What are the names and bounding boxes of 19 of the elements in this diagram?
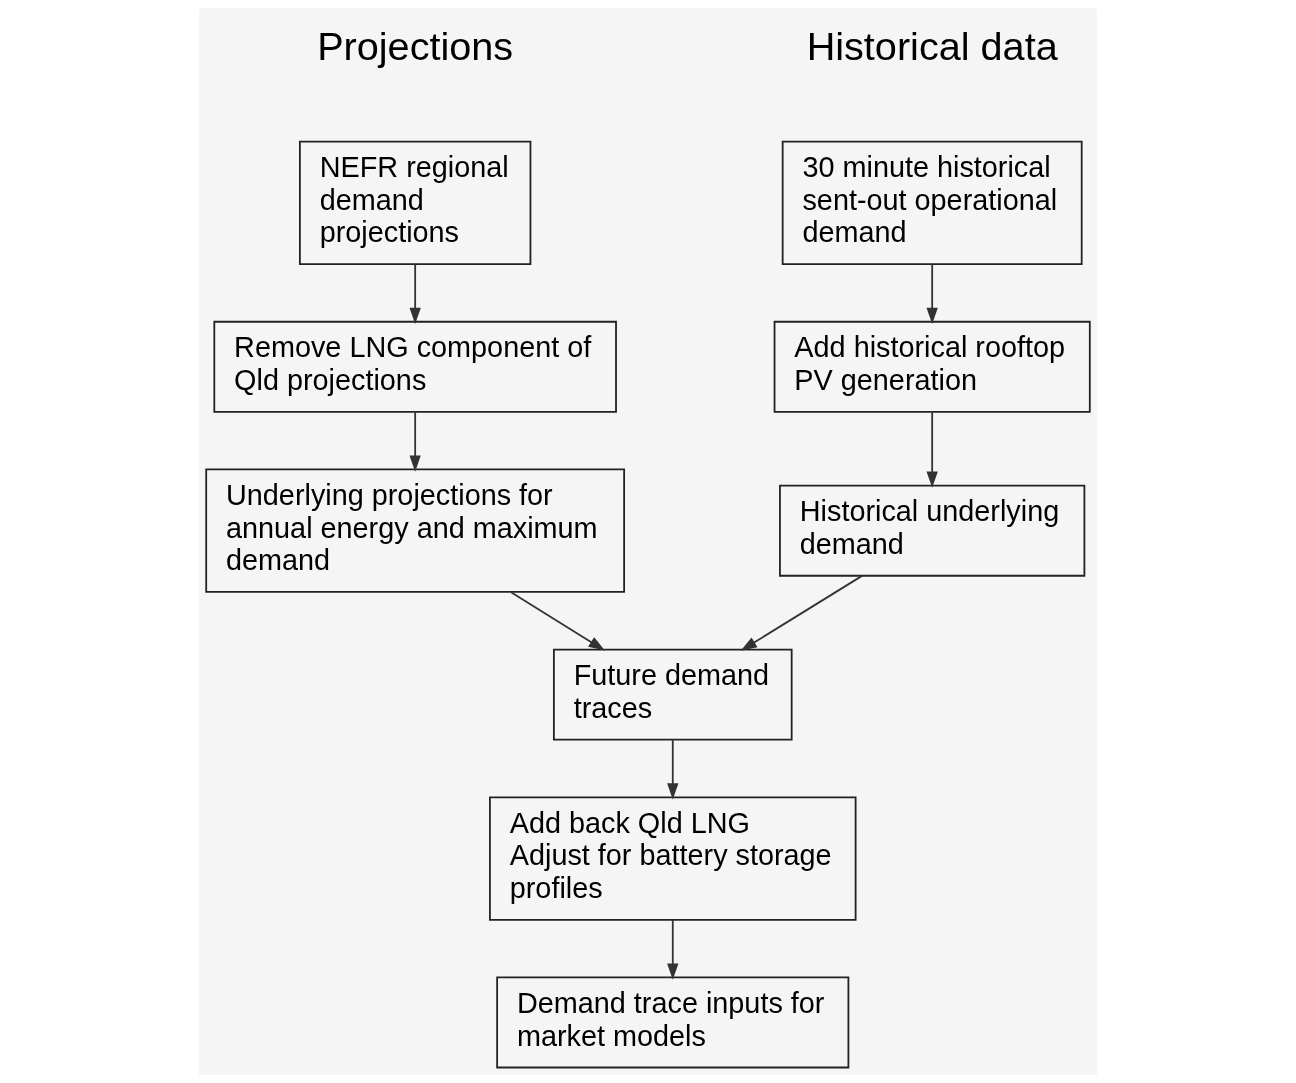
arrow xyxy=(667,739,679,800)
node-box: Add back Qld LNG Adjust for battery storage profiles xyxy=(489,796,857,921)
label: Historical data xyxy=(806,23,1058,68)
arrow xyxy=(409,263,421,324)
arrow xyxy=(926,263,938,324)
arrow xyxy=(667,919,679,980)
node-box: Demand trace inputs for market models xyxy=(496,976,850,1069)
node-box: Remove LNG component of Qld projections xyxy=(213,320,617,413)
label: Projections xyxy=(317,23,514,68)
arrow xyxy=(510,591,605,651)
node-box: NEFR regional demand projections xyxy=(299,140,532,265)
node-box: 30 minute historical sent-out operational demand xyxy=(781,140,1083,265)
node-box: Add historical rooftop PV generation xyxy=(773,320,1091,413)
arrow xyxy=(740,574,863,651)
node-box: Underlying projections for annual energy and maximum demand xyxy=(205,468,626,593)
node-box: Future demand traces xyxy=(553,648,793,741)
node-box: Historical underlying demand xyxy=(779,484,1086,577)
arrow xyxy=(409,411,421,472)
arrow xyxy=(926,411,938,488)
